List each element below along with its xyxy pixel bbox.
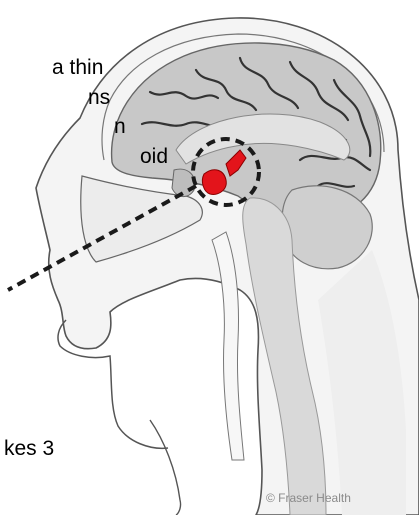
caption-fragment: kes 3: [4, 437, 54, 461]
caption-fragment: oid: [140, 145, 168, 169]
caption-fragment: ns: [88, 86, 110, 110]
chin: [150, 420, 181, 515]
caption-fragment: a thin: [52, 56, 103, 80]
caption-fragment: n: [114, 115, 126, 139]
pituitary-gland: [202, 170, 226, 195]
copyright-credit: © Fraser Health: [266, 491, 351, 505]
